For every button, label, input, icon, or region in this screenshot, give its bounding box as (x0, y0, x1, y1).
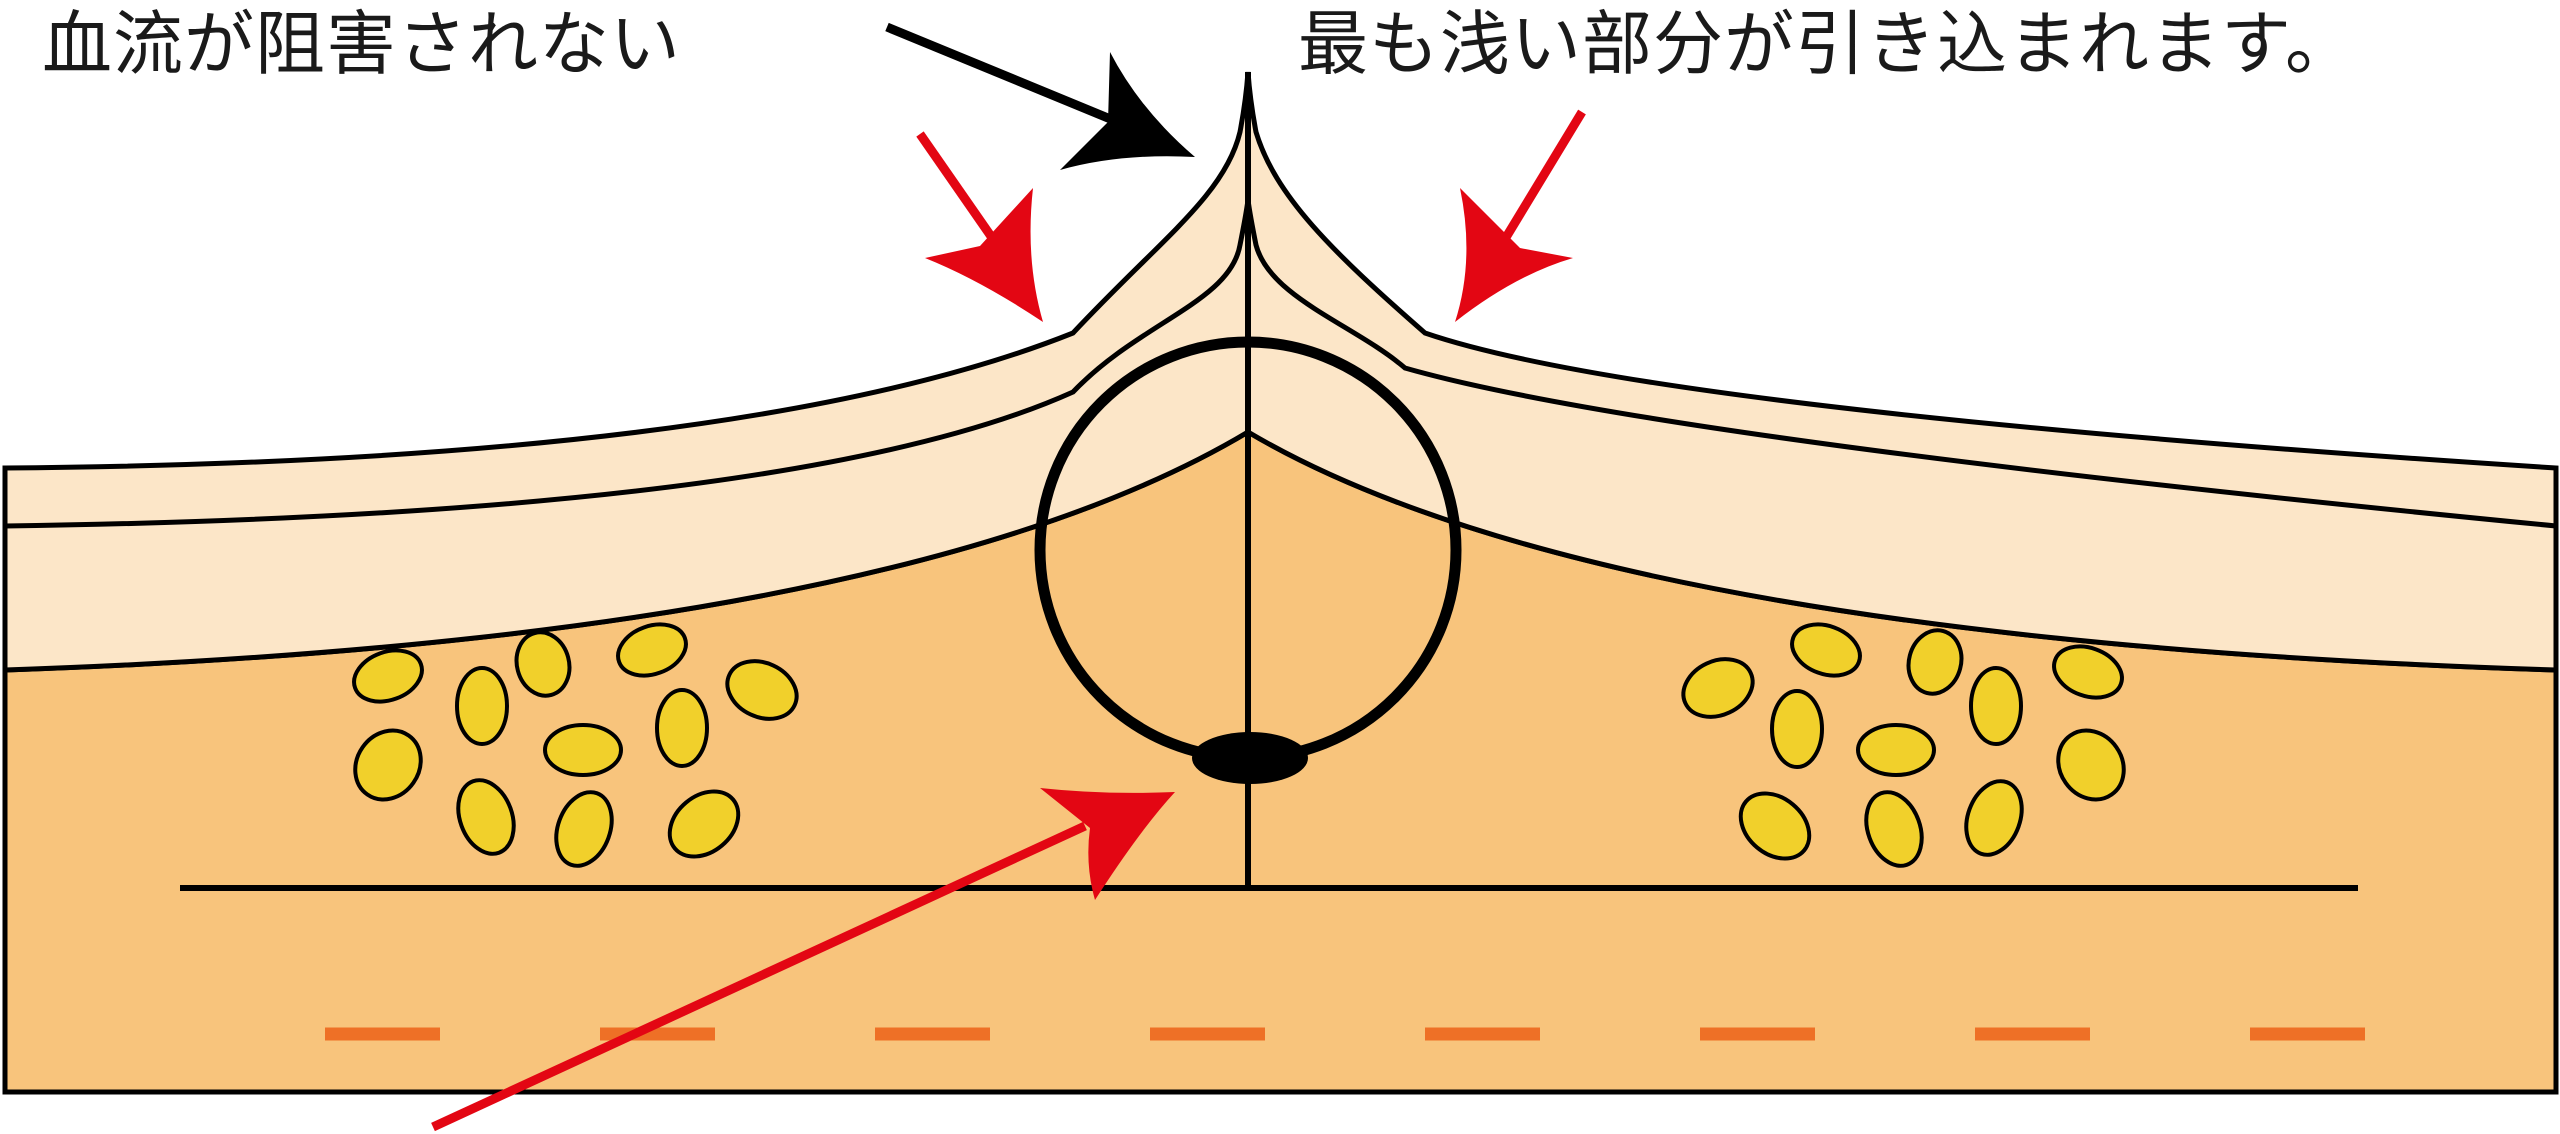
fat-cell (655, 688, 709, 768)
fat-cell (1969, 666, 2023, 746)
fat-cell (1770, 689, 1824, 769)
arrow-icon (431, 788, 1175, 1132)
fat-cells-left (352, 622, 799, 868)
fat-cell (1790, 622, 1862, 678)
fat-cell (456, 778, 516, 856)
label-shallowest-part-pulled-in: 最も浅い部分が引き込まれます。 (1298, 3, 2356, 85)
fat-cell (543, 723, 623, 777)
label-blood-flow-not-obstructed: 血流が阻害されない (42, 3, 681, 85)
fat-cells-right (1681, 622, 2126, 868)
fat-cell (554, 790, 614, 868)
fat-cell (725, 659, 799, 721)
fat-cell (616, 622, 688, 678)
fat-cell (1906, 628, 1964, 696)
knot-icon (1192, 732, 1308, 784)
fat-cell (455, 666, 509, 746)
fat-cell (514, 630, 572, 698)
fat-cell (2052, 644, 2124, 700)
upper-skin-layer (2, 71, 2559, 673)
fat-cell (667, 789, 741, 859)
fat-cell (1681, 657, 1755, 719)
fat-cell (1864, 790, 1924, 868)
fat-cell (1738, 791, 1812, 861)
fat-cell (1964, 779, 2024, 857)
arrow-icon (1455, 109, 1586, 322)
arrow-down-right-icon (885, 22, 1195, 170)
fat-cell (353, 728, 423, 802)
fat-cell (2056, 728, 2126, 802)
arrow-icon (916, 131, 1043, 322)
fat-cell (1856, 723, 1936, 777)
fat-cell (352, 648, 424, 704)
